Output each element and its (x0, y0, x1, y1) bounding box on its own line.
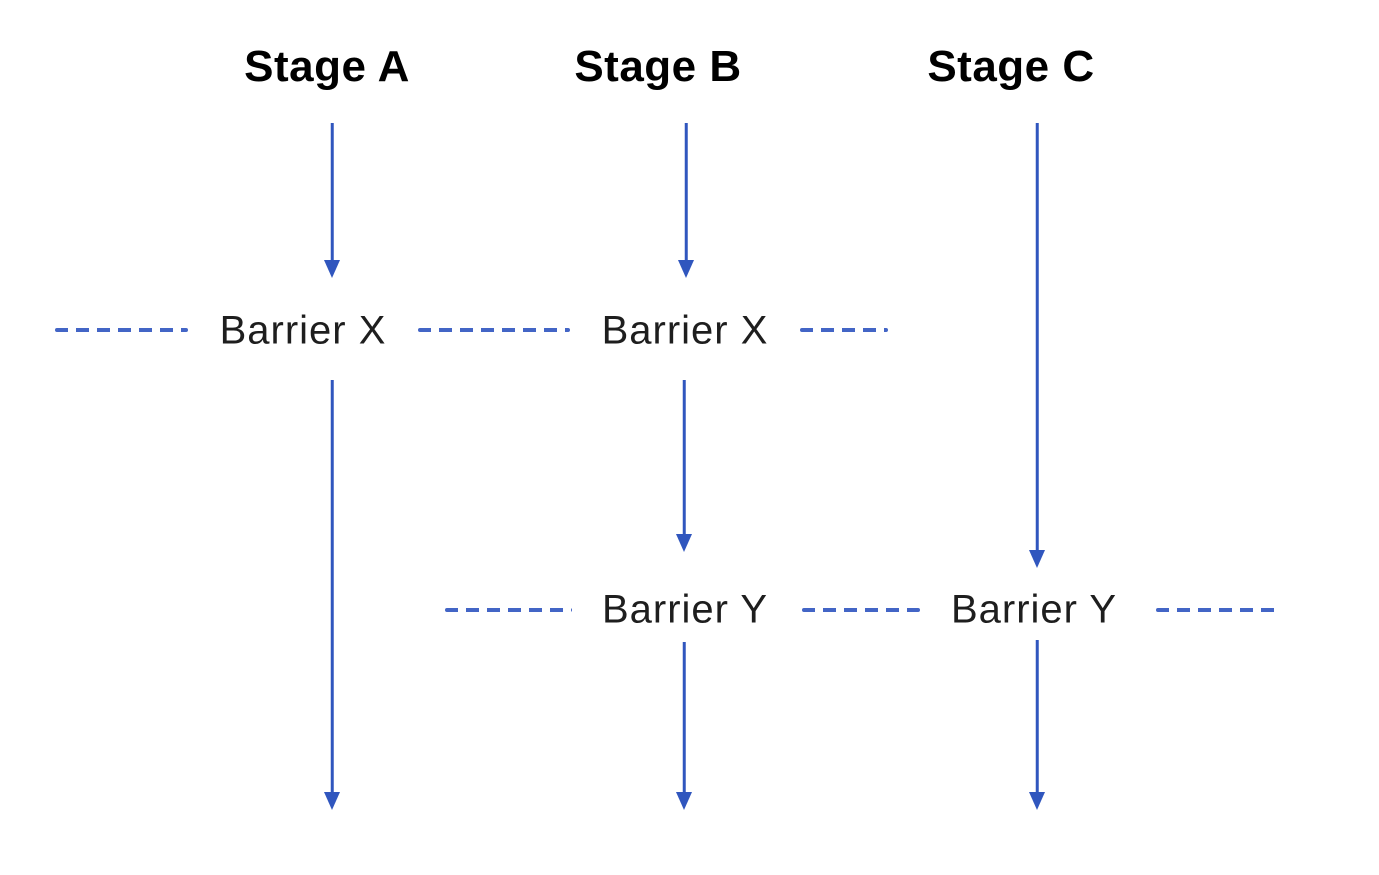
stage-label-c: Stage C (927, 42, 1095, 91)
arrow-line (682, 380, 686, 540)
arrowhead-icon (676, 792, 692, 810)
barrier-dashed-line (55, 328, 188, 332)
flow-arrow-a-top-to-barrier-x (324, 123, 340, 278)
arrow-line (330, 380, 334, 798)
arrow-line (1035, 123, 1039, 556)
barrier-label-x: Barrier X (219, 308, 387, 353)
arrow-line (1035, 640, 1039, 798)
flow-arrow-c-barrier-y-to-bottom (1029, 640, 1045, 810)
flow-arrow-a-barrier-x-to-bottom (324, 380, 340, 810)
flow-arrow-b-barrier-x-to-barrier-y (676, 380, 692, 552)
stage-label-a: Stage A (244, 42, 410, 91)
arrow-line (330, 123, 334, 266)
barrier-label-y: Barrier Y (950, 587, 1118, 632)
barrier-dashed-line (800, 328, 888, 332)
barrier-dashed-line (1156, 608, 1280, 612)
barrier-dashed-line (418, 328, 570, 332)
flow-arrow-b-barrier-y-to-bottom (676, 642, 692, 810)
barrier-dashed-line (802, 608, 920, 612)
barrier-label-x: Barrier X (601, 308, 769, 353)
barrier-dashed-line (445, 608, 572, 612)
arrow-line (682, 642, 686, 798)
arrowhead-icon (1029, 550, 1045, 568)
flow-arrow-b-top-to-barrier-x (678, 123, 694, 278)
stage-label-b: Stage B (574, 42, 742, 91)
flow-arrow-c-top-to-barrier-y (1029, 123, 1045, 568)
arrowhead-icon (678, 260, 694, 278)
arrowhead-icon (324, 792, 340, 810)
arrowhead-icon (324, 260, 340, 278)
arrowhead-icon (1029, 792, 1045, 810)
barrier-label-y: Barrier Y (601, 587, 769, 632)
arrow-line (684, 123, 688, 266)
arrowhead-icon (676, 534, 692, 552)
